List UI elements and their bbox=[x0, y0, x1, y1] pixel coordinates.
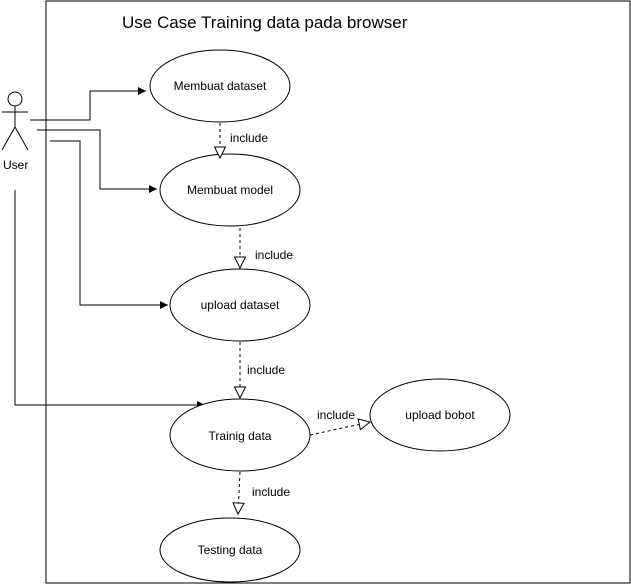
association-upload-dataset[interactable] bbox=[50, 140, 168, 309]
use-case-testing-data[interactable] bbox=[159, 517, 301, 583]
association-membuat-dataset[interactable] bbox=[30, 87, 146, 121]
system-boundary bbox=[45, 0, 631, 584]
use-case-label: Membuat model bbox=[187, 183, 273, 197]
use-case-upload-bobot[interactable] bbox=[369, 378, 511, 452]
stick-figure-icon[interactable] bbox=[1, 91, 29, 151]
use-case-label: Testing data bbox=[198, 543, 263, 557]
association-membuat-model[interactable] bbox=[37, 129, 157, 193]
association-trainig-data[interactable] bbox=[14, 190, 205, 409]
use-case-label: Membuat dataset bbox=[174, 79, 267, 93]
include-label: include bbox=[317, 408, 355, 422]
include-arrow[interactable] bbox=[232, 471, 245, 516]
include-label: include bbox=[252, 485, 290, 499]
use-case-label: upload dataset bbox=[201, 298, 280, 312]
include-label: include bbox=[247, 363, 285, 377]
use-case-membuat-dataset[interactable] bbox=[149, 49, 291, 123]
actor-label: User bbox=[3, 158, 28, 172]
include-label: include bbox=[230, 131, 268, 145]
include-arrow[interactable] bbox=[309, 418, 372, 436]
use-case-label: Trainig data bbox=[209, 429, 272, 443]
use-case-membuat-model[interactable] bbox=[159, 153, 301, 227]
diagram-title: Use Case Training data pada browser bbox=[122, 13, 408, 32]
use-case-label: upload bobot bbox=[405, 408, 475, 422]
include-label: include bbox=[255, 248, 293, 262]
